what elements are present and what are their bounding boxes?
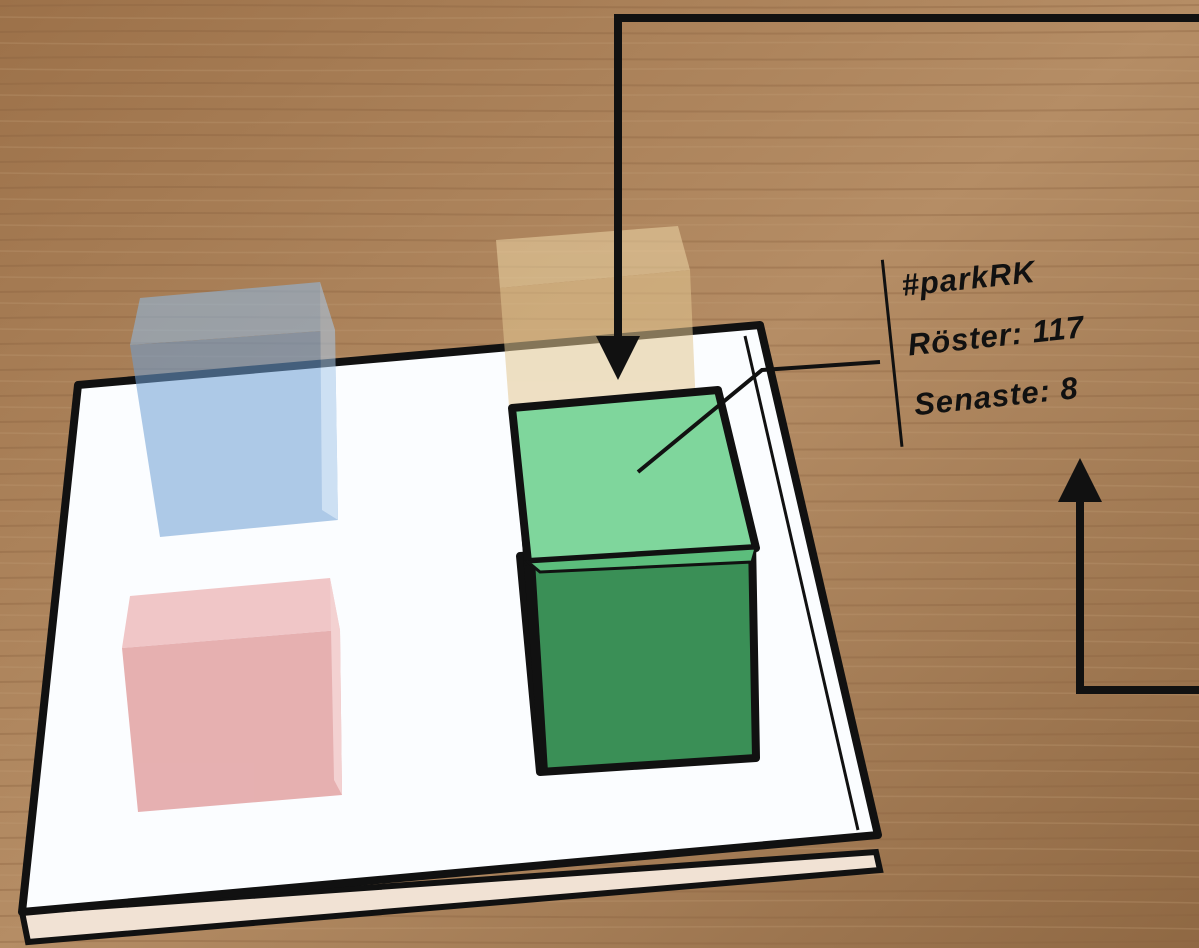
down-arrow bbox=[596, 14, 1199, 380]
ar-info-label: #parkRK Röster: 117 Senaste: 8 bbox=[880, 219, 1199, 451]
label-pointer-line bbox=[636, 360, 881, 474]
hashtag-text: #parkRK bbox=[899, 253, 1038, 303]
ghost-yellow-cube bbox=[496, 226, 696, 420]
ghost-red-cube bbox=[122, 578, 342, 812]
board-edge-line bbox=[743, 335, 860, 831]
roster-count-text: Röster: 117 bbox=[906, 309, 1087, 363]
board-edge bbox=[18, 848, 884, 946]
up-arrow bbox=[1058, 458, 1199, 694]
active-green-cube bbox=[508, 386, 760, 776]
ghost-blue-cube bbox=[130, 282, 338, 537]
latest-count-text: Senaste: 8 bbox=[912, 370, 1081, 423]
